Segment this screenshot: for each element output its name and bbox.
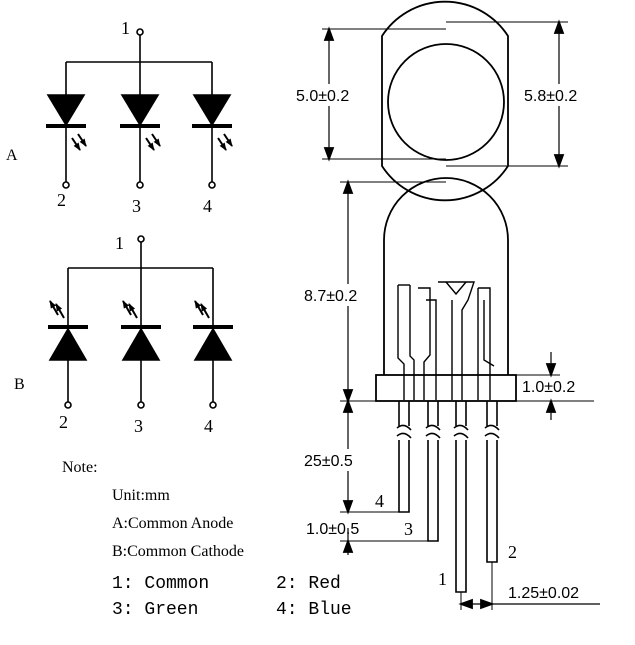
- notes-unit: Unit:mm: [112, 487, 170, 504]
- emission-arrows-b3: [194, 300, 210, 319]
- notes-common-anode: A:Common Anode: [112, 515, 233, 532]
- lens-outline: [387, 43, 505, 161]
- schematic-b-pin-4-label: 4: [204, 416, 213, 436]
- package-pin-4-label: 4: [375, 491, 384, 511]
- emission-arrows-b2: [122, 300, 138, 319]
- notes-pin-map-2: 2: Red: [276, 574, 341, 594]
- flange-outline: [381, 0, 509, 202]
- schematic-a-label: A: [6, 147, 18, 164]
- schematic-a-pin-4-label: 4: [203, 196, 212, 216]
- led-diode-a3: [192, 94, 232, 127]
- package-pin-2-label: 2: [508, 542, 517, 562]
- schematic-common-anode: [46, 28, 233, 189]
- led-side-view: [340, 177, 600, 610]
- dim-lead-length: 25±0.5: [304, 453, 353, 470]
- pin-2-terminal: [62, 181, 70, 189]
- led-diode-b2: [121, 327, 161, 361]
- dim-body-height: 8.7±0.2: [304, 288, 357, 305]
- notes-pin-map-1: 1: Common: [112, 574, 209, 594]
- schematic-b-pin-common-label: 1: [115, 233, 124, 253]
- notes-common-cathode: B:Common Cathode: [112, 543, 244, 560]
- dim-lead-pitch: 1.25±0.02: [508, 585, 579, 602]
- notes-pin-map-3: 3: Green: [112, 600, 198, 620]
- dim-lead-offset: 1.0±0.5: [306, 521, 359, 538]
- pin-4-terminal: [208, 181, 216, 189]
- notes-pin-map-4: 4: Blue: [276, 600, 352, 620]
- pin-3-terminal: [136, 181, 144, 189]
- schematic-a-pin-common-label: 1: [121, 18, 130, 38]
- led-diode-b3: [193, 327, 233, 361]
- pin-3-terminal-b: [137, 401, 145, 409]
- notes-heading: Note:: [62, 459, 98, 476]
- lens-body: [383, 177, 509, 375]
- led-diode-a1: [46, 94, 86, 127]
- flange: [375, 374, 517, 402]
- pin-1-terminal-b: [137, 235, 145, 243]
- pin-2-terminal-b: [64, 401, 72, 409]
- package-pin-3-label: 3: [404, 519, 413, 539]
- schematic-b-label: B: [14, 376, 25, 393]
- dim-lens-diameter: 5.0±0.2: [296, 88, 349, 105]
- emission-arrows-a2: [145, 133, 161, 151]
- pin-1-terminal: [136, 28, 144, 36]
- dim-flange-height: 1.0±0.2: [522, 379, 575, 396]
- pin-4-terminal-b: [209, 401, 217, 409]
- dim-flange-diameter: 5.8±0.2: [524, 88, 577, 105]
- led-diode-b1: [48, 327, 88, 361]
- emission-arrows-a1: [71, 133, 87, 151]
- schematic-common-cathode: [48, 235, 233, 409]
- schematic-a-pin-2-label: 2: [57, 190, 66, 210]
- emission-arrows-b1: [49, 300, 65, 319]
- emission-arrows-a3: [217, 133, 233, 151]
- schematic-b-pin-3-label: 3: [134, 416, 143, 436]
- led-diode-a2: [120, 94, 160, 127]
- schematic-b-pin-2-label: 2: [59, 412, 68, 432]
- schematic-a-pin-3-label: 3: [132, 196, 141, 216]
- package-pin-1-label: 1: [438, 569, 447, 589]
